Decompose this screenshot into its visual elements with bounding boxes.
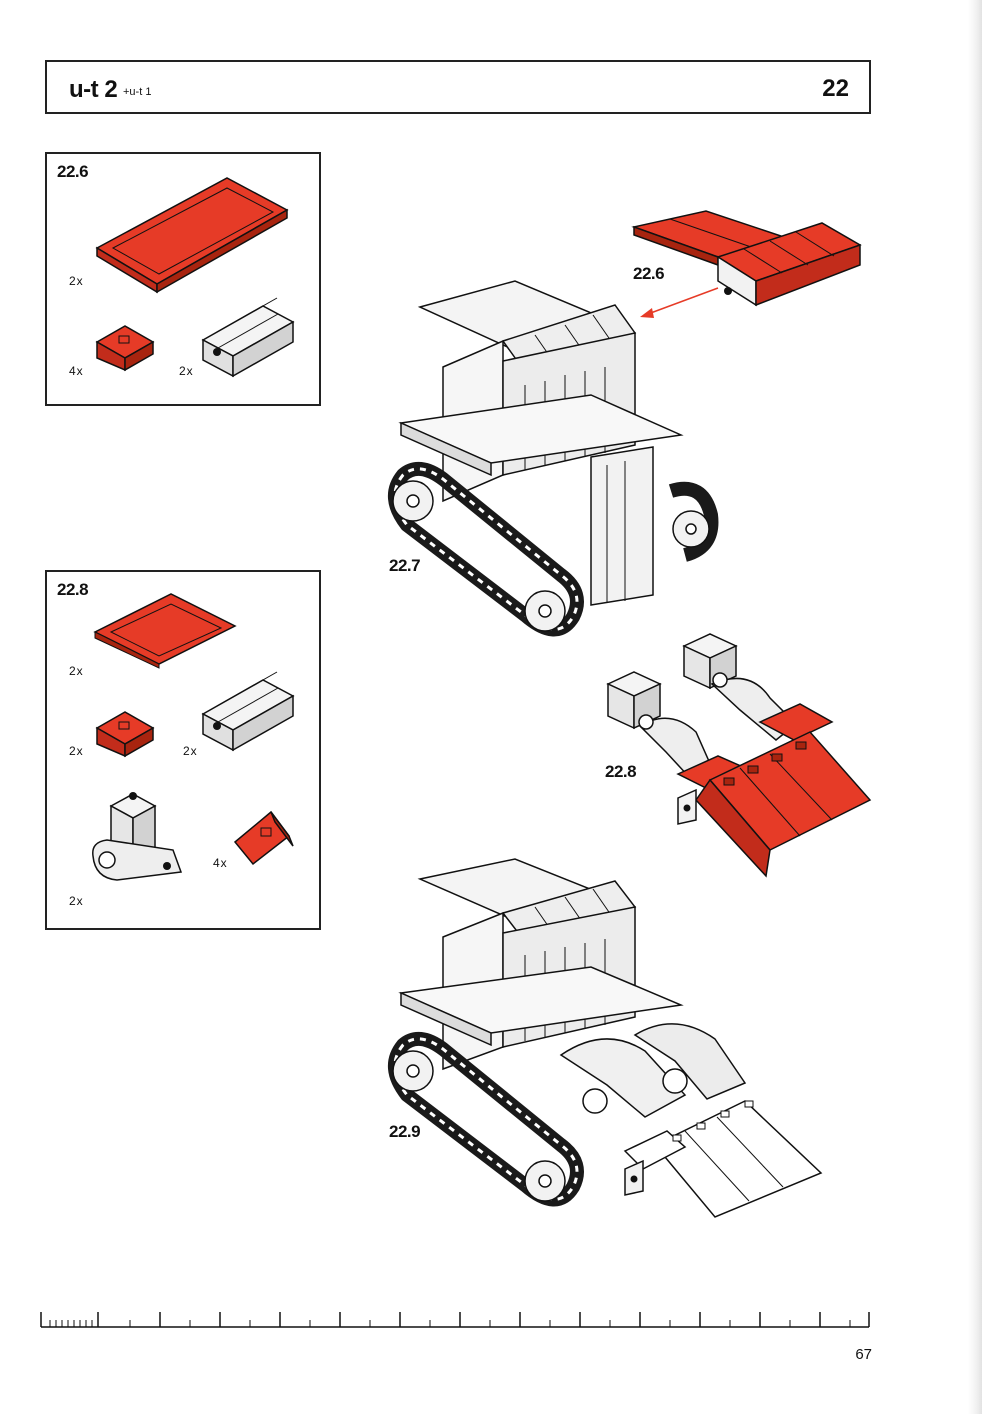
step-label-22-7: 22.7: [389, 556, 421, 575]
bulldozer-illustration: [388, 858, 823, 1218]
quantity-label: 4x: [69, 364, 84, 378]
white-building-block-icon: [201, 297, 295, 378]
parts-box-22-6: 22.6 2x 4x 2x: [45, 152, 321, 406]
header-subtitle: +u-t 1: [123, 86, 152, 98]
red-baseplate-icon: [93, 593, 237, 669]
red-wedge-block-icon: [233, 810, 294, 866]
step-label-22-9: 22.9: [389, 1122, 421, 1141]
blade-assembly-illustration: [606, 633, 872, 878]
quantity-label: 2x: [69, 744, 84, 758]
quantity-label: 2x: [69, 274, 84, 288]
step-label-22-8: 22.8: [605, 762, 637, 781]
section-number: 22: [822, 75, 849, 102]
page-edge-shadow: [968, 0, 982, 1414]
red-angle-block-icon: [95, 325, 155, 372]
parts-box-label: 22.6: [57, 162, 89, 181]
header-title: u-t 2: [69, 76, 118, 103]
parts-box-label: 22.8: [57, 580, 89, 599]
roof-assembly-illustration: [631, 210, 862, 307]
step-label-22-6: 22.6: [633, 264, 665, 283]
quantity-label: 4x: [213, 856, 228, 870]
red-baseplate-icon: [95, 177, 289, 294]
quantity-label: 2x: [183, 744, 198, 758]
white-hinge-block-icon: [92, 792, 183, 881]
measurement-ruler: [40, 1312, 870, 1328]
quantity-label: 2x: [69, 664, 84, 678]
tracked-chassis-illustration: [388, 280, 719, 637]
red-angle-block-icon: [95, 711, 155, 758]
quantity-label: 2x: [179, 364, 194, 378]
white-building-block-icon: [201, 671, 295, 752]
parts-box-22-8: 22.8 2x 2x 2x 2x 4x: [45, 570, 321, 930]
page-number: 67: [855, 1346, 872, 1363]
header-box: u-t 2 +u-t 1 22: [45, 60, 871, 114]
arrow-icon: [640, 287, 719, 318]
quantity-label: 2x: [69, 894, 84, 908]
